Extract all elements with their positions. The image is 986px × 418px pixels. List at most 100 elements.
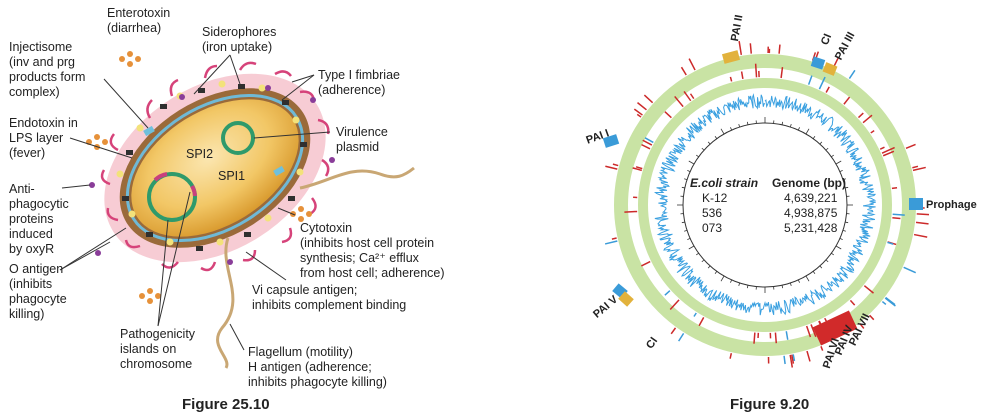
scale-tick bbox=[714, 135, 718, 139]
island-mark bbox=[729, 353, 733, 359]
scale-tick bbox=[738, 282, 741, 286]
scale-tick bbox=[746, 121, 749, 125]
island-mark bbox=[680, 66, 687, 76]
island-mark bbox=[882, 150, 895, 157]
island-mark bbox=[635, 166, 643, 170]
island-mark bbox=[885, 296, 896, 306]
label-virulence-plasmid: Virulence plasmid bbox=[336, 125, 388, 154]
island-mark bbox=[862, 114, 873, 124]
table-cell: 5,231,428 bbox=[784, 221, 838, 235]
scale-tick bbox=[687, 237, 691, 240]
scale-tick bbox=[825, 147, 829, 151]
label-vi-capsule: Vi capsule antigen; inhibits complement … bbox=[252, 283, 407, 312]
island-mark bbox=[849, 299, 856, 306]
label-pathogenicity: Pathogenicity islands on chromosome bbox=[120, 327, 196, 371]
island-mark bbox=[688, 58, 696, 71]
scale-tick bbox=[701, 259, 705, 263]
island-mark bbox=[903, 266, 917, 274]
scale-tick bbox=[831, 252, 835, 256]
island-mark bbox=[689, 93, 695, 100]
scale-tick bbox=[845, 186, 849, 189]
scale-tick bbox=[695, 252, 699, 256]
enterotoxin-icon bbox=[86, 51, 312, 304]
scale-tick bbox=[835, 245, 842, 250]
island-mark bbox=[693, 312, 697, 317]
yellow-proteins bbox=[116, 80, 304, 246]
island-mark bbox=[905, 143, 916, 149]
gc-trace-path bbox=[653, 93, 877, 316]
label-spi2: SPI2 bbox=[186, 147, 214, 161]
table-row: 536 4,938,875 bbox=[690, 206, 874, 221]
scale-tick bbox=[805, 275, 810, 282]
table-cell: 4,639,221 bbox=[784, 191, 838, 205]
island-mark bbox=[818, 76, 826, 90]
island-blocks bbox=[602, 50, 923, 346]
island-mark bbox=[642, 139, 653, 146]
island-mark bbox=[791, 354, 795, 364]
island-mark bbox=[633, 108, 643, 116]
island-mark bbox=[641, 260, 651, 267]
label-type1-fimbriae: Type I fimbriae (adherence) bbox=[318, 68, 400, 97]
scale-tick bbox=[684, 229, 688, 232]
leader-lines bbox=[59, 54, 331, 351]
island-mark bbox=[632, 167, 642, 172]
island-mark bbox=[916, 213, 930, 216]
island-mark bbox=[869, 314, 875, 321]
fimbriae bbox=[100, 61, 330, 272]
genome-size-table: E.coli strain Genome (bp) K-12 4,639,221… bbox=[690, 176, 874, 236]
scale-tick bbox=[842, 229, 846, 232]
virulence-plasmid-icon bbox=[221, 121, 255, 155]
scale-tick bbox=[805, 128, 810, 135]
scale-tick bbox=[781, 285, 784, 289]
island-mark bbox=[789, 354, 794, 368]
table-row: K-12 4,639,221 bbox=[690, 191, 874, 206]
scale-tick bbox=[688, 160, 695, 165]
scale-tick bbox=[819, 265, 823, 269]
island-mark bbox=[783, 355, 786, 365]
island-mark bbox=[892, 213, 905, 216]
island-mark bbox=[912, 165, 919, 169]
island-mark bbox=[643, 94, 654, 104]
island-mark bbox=[891, 187, 898, 190]
island-mark bbox=[825, 86, 830, 93]
island-mark bbox=[674, 95, 684, 108]
scale-tick bbox=[688, 245, 695, 250]
island-mark bbox=[664, 111, 672, 119]
scale-tick bbox=[781, 121, 784, 125]
table-cell: 536 bbox=[702, 206, 723, 220]
island-mark bbox=[913, 233, 928, 238]
scale-tick bbox=[687, 170, 691, 173]
island-mark bbox=[753, 332, 756, 344]
table-row: 073 5,231,428 bbox=[690, 221, 874, 236]
island-mark bbox=[806, 350, 811, 362]
label-cytotoxin: Cytotoxin (inhibits host cell protein sy… bbox=[300, 221, 445, 280]
flagellum-icon bbox=[216, 237, 235, 369]
island-mark bbox=[915, 221, 929, 225]
scale-tick bbox=[839, 170, 843, 173]
scale-tick bbox=[730, 279, 733, 283]
bacterial-cell bbox=[100, 61, 330, 272]
scale-tick bbox=[701, 147, 705, 151]
scale-tick bbox=[789, 282, 792, 286]
scale-tick bbox=[707, 265, 711, 269]
island-mark bbox=[669, 299, 680, 311]
island-mark bbox=[670, 327, 677, 335]
island-mark bbox=[612, 163, 619, 167]
island-mark bbox=[857, 112, 864, 119]
island-mark bbox=[859, 323, 865, 329]
island-mark bbox=[611, 237, 617, 240]
island-mark bbox=[641, 143, 651, 150]
scale-tick bbox=[812, 135, 816, 139]
island-mark bbox=[678, 332, 685, 342]
scale-tick bbox=[825, 259, 829, 263]
chromosome-icon bbox=[147, 172, 197, 222]
scale-tick bbox=[684, 178, 688, 181]
island-mark bbox=[892, 216, 901, 220]
injectisome-icon bbox=[143, 125, 285, 177]
island-mark bbox=[683, 90, 692, 102]
o-antigen-dots bbox=[89, 85, 335, 265]
island-mark bbox=[807, 75, 813, 85]
gc-content-trace bbox=[653, 93, 877, 316]
island-mark bbox=[887, 241, 894, 245]
membrane-proteins bbox=[122, 84, 307, 251]
